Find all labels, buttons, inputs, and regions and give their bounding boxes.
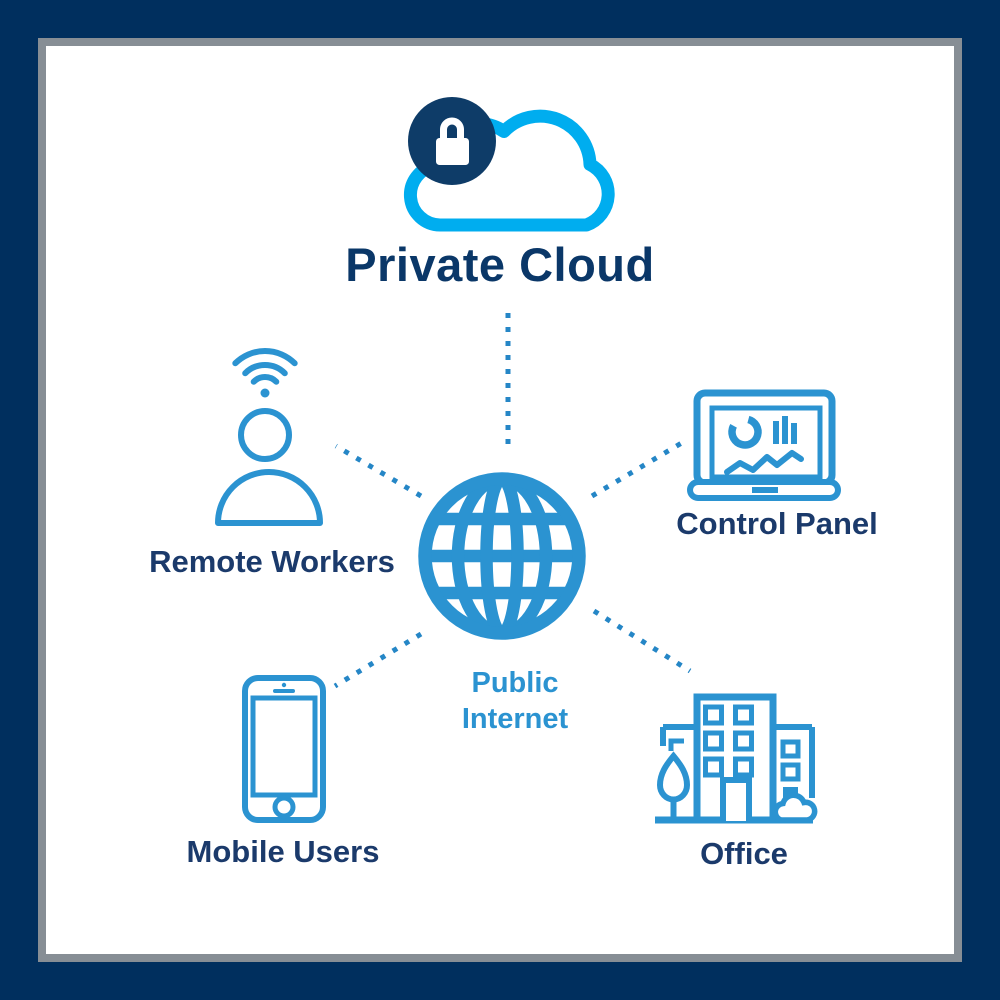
office-label: Office	[700, 836, 788, 871]
connector-internet-to-control-panel	[590, 438, 687, 499]
public-internet-label: Public Internet	[461, 667, 569, 735]
right-wing-windows	[780, 739, 801, 782]
right-wing	[773, 724, 815, 798]
wifi-arc-large	[232, 348, 298, 367]
padlock-body	[436, 138, 469, 165]
tree	[656, 751, 691, 803]
connector-internet-to-remote-workers	[334, 443, 423, 499]
office-building-icon	[655, 693, 818, 824]
phone-home-button	[272, 795, 296, 819]
person-body	[215, 469, 323, 526]
connector-internet-to-office	[592, 608, 692, 674]
laptop-base-notch	[752, 487, 778, 493]
building-door	[720, 777, 752, 821]
connector-internet-to-mobile-users	[333, 631, 423, 689]
padlock-shackle	[440, 117, 464, 138]
bar-chart	[773, 416, 797, 444]
line-chart	[724, 450, 804, 475]
right-wing-window-solid	[783, 787, 798, 798]
wifi-arc-small	[250, 374, 280, 385]
left-wing	[660, 724, 697, 746]
smartphone-icon	[242, 675, 326, 823]
cloud-with-padlock-icon	[403, 97, 615, 232]
mobile-users-label: Mobile Users	[186, 834, 380, 869]
phone-screen	[250, 695, 318, 798]
globe-icon	[418, 472, 586, 640]
control-panel-label: Control Panel	[676, 506, 878, 541]
laptop-dashboard-icon	[687, 389, 841, 501]
laptop-screen	[709, 405, 823, 480]
building-windows	[703, 704, 754, 778]
phone-body	[242, 675, 326, 823]
bush-cloud	[772, 792, 818, 823]
phone-camera-dot	[281, 682, 287, 688]
person-wifi-icon	[215, 348, 323, 526]
person-head	[238, 408, 292, 462]
cloud-outline	[403, 109, 615, 232]
wifi-dot	[260, 388, 270, 398]
globe-grid	[431, 485, 573, 627]
remote-workers-label: Remote Workers	[149, 544, 395, 579]
page-title: Private Cloud	[345, 238, 655, 291]
wifi-arc-medium	[242, 362, 288, 377]
left-wing-window-corner	[668, 738, 684, 751]
